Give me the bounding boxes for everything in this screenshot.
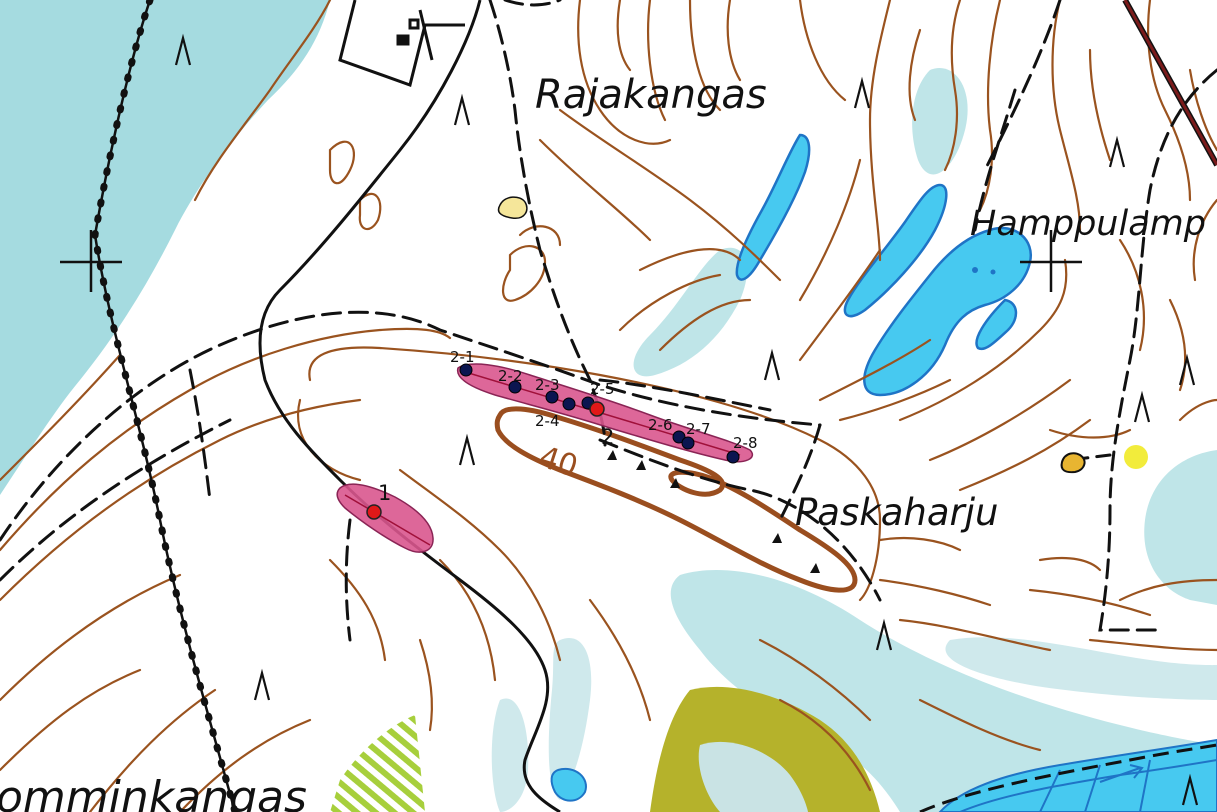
islet (972, 267, 978, 273)
dashed-boundary (919, 743, 1217, 812)
grid-cross-icon (60, 230, 122, 292)
wetland-area (670, 570, 1217, 812)
sample-points (459, 363, 740, 464)
depression-triangle-icon (607, 450, 617, 460)
site-marker-1[interactable] (366, 504, 382, 520)
point-2-6[interactable] (672, 430, 686, 444)
grid-cross-icon (1020, 230, 1082, 292)
point-2-8[interactable] (726, 450, 740, 464)
place-name-rajakangas: Rajakangas (535, 72, 767, 118)
lake-water-area (0, 0, 330, 495)
wetland-area (633, 247, 748, 377)
point-label: 2-3 (535, 376, 560, 394)
point-label: 2-8 (733, 434, 758, 452)
point-labels: 2-1 2-2 2-3 2-4 2-5 2-6 2-7 2-8 (450, 348, 758, 452)
point-2-4[interactable] (562, 397, 576, 411)
islet (990, 269, 996, 275)
boulders (497, 196, 1148, 474)
heath-symbol-icon (853, 76, 871, 109)
depression-triangle-icon (636, 460, 646, 470)
boulder-symbol-icon (497, 196, 528, 219)
grid-crosses (60, 230, 1082, 292)
point-label: 2-1 (450, 348, 475, 366)
heath-symbol-icon (875, 618, 893, 651)
dashed-tracks (0, 0, 1217, 642)
heath-symbols (174, 33, 1199, 806)
wetland-area (491, 698, 529, 812)
boulder-symbol-icon (1060, 452, 1086, 474)
depression-marks (607, 450, 820, 573)
site-label-2: 2 (601, 425, 614, 449)
point-2-1[interactable] (459, 363, 473, 377)
lakes (735, 133, 1033, 397)
site-marker-2[interactable] (589, 401, 605, 417)
point-label: 2-4 (535, 412, 560, 430)
depression-triangle-icon (810, 563, 820, 573)
clearing-area (330, 715, 425, 812)
footpath (258, 0, 561, 812)
stream-arrow (1099, 764, 1144, 783)
point-2-3[interactable] (545, 390, 559, 404)
heath-symbol-icon (174, 33, 192, 66)
wetland-area (912, 68, 968, 175)
boulder-symbol-icon (1124, 445, 1148, 469)
field-area (698, 741, 808, 812)
power-line (91, 0, 239, 812)
site-label-1: 1 (378, 481, 391, 505)
depression-triangle-icon (670, 478, 680, 488)
heath-symbol-icon (763, 348, 781, 381)
depression-triangle-icon (772, 533, 782, 543)
wetland-area (945, 637, 1217, 700)
lake-narrow (735, 133, 811, 281)
lake-elongated (843, 183, 948, 318)
heath-symbol-icon (1108, 135, 1126, 168)
place-name-homminkangas: omminkangas (0, 772, 307, 812)
place-name-hamppulampi: Hamppulamp (970, 204, 1206, 244)
road (1122, 0, 1217, 167)
point-label: 2-2 (498, 367, 523, 385)
index-contour (494, 406, 858, 593)
point-label: 2-6 (648, 416, 673, 434)
point-2-2[interactable] (508, 380, 522, 394)
heath-symbol-icon (1181, 773, 1199, 806)
heath-symbol-icon (453, 93, 471, 126)
heath-symbol-icon (1133, 390, 1151, 423)
building-fence (338, 0, 465, 87)
heath-symbol-icon (458, 433, 476, 466)
wetland-area (1144, 450, 1217, 605)
lake-hamppulampi (975, 298, 1018, 351)
pond (550, 767, 587, 802)
heath-symbol-icon (1178, 353, 1196, 386)
lake-hamppulampi (863, 227, 1033, 397)
river (938, 738, 1217, 812)
wetland-area (548, 638, 592, 800)
point-label: 2-5 (590, 380, 615, 398)
point-label: 2-7 (686, 420, 711, 438)
stream-lines (959, 759, 1217, 812)
heath-symbol-icon (253, 668, 271, 701)
place-name-paskaharju: Paskaharju (795, 491, 998, 534)
point-2-7[interactable] (681, 436, 695, 450)
site-1-axis (344, 494, 431, 546)
